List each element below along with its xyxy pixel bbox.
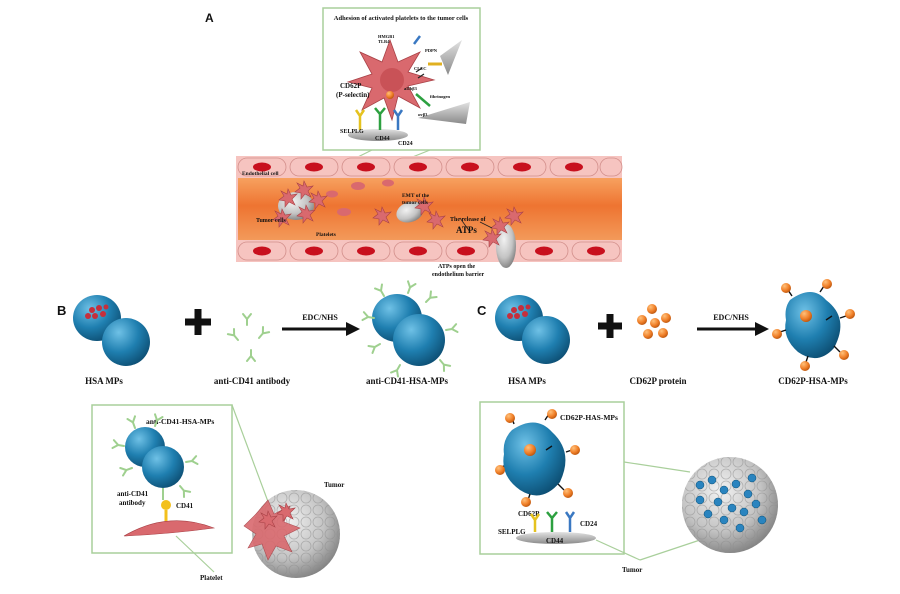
anti-cd41-antibodies (226, 313, 271, 362)
label-hsa-mps-b: HSA MPs (85, 376, 123, 386)
label-emt-1: EMT of the (402, 193, 430, 199)
label-cd24-c: CD24 (580, 520, 598, 528)
label-release-2: ATPs (456, 225, 477, 235)
label-endothelial-cell: Endothelial cell (242, 171, 279, 177)
label-cd24-a: CD24 (398, 141, 413, 147)
label-atps-open-1: ATPs open the (438, 264, 476, 270)
label-clec: CLEC (414, 66, 427, 71)
label-platelet: Platelet (200, 574, 223, 582)
cd62p-hsa-mps-product (772, 279, 855, 371)
label-anti-cd41-hsa-mps: anti-CD41-HSA-MPs (366, 376, 448, 386)
plus-sign-b (185, 309, 211, 335)
hsa-microparticle-b (73, 295, 150, 366)
inset-a-title: Adhesion of activated platelets to the t… (334, 15, 469, 22)
inset-platelet-surface (123, 520, 216, 537)
label-emt-2: tumor cells (402, 200, 428, 206)
blood-vessel: Endothelial cell Tumor cells Platelets E… (236, 156, 623, 278)
panel-letter-b: B (57, 303, 66, 318)
label-avb3: αvβ3 (418, 112, 428, 117)
label-inset-anti-cd41-2: antibody (119, 499, 146, 507)
label-release-1: The release of (450, 217, 487, 223)
panel-c-reaction: HSA MPs CD62P protein EDC/NHS CD62P-HSA-… (495, 279, 855, 386)
tumor-c (682, 457, 778, 553)
hsa-microparticle-c (495, 295, 570, 364)
label-selplg-a: SELPLG (340, 129, 364, 135)
panel-letter-c: C (477, 303, 487, 318)
inset-b-title: anti-CD41-HSA-MPs (146, 417, 214, 426)
label-p-selectin: (P-selectin) (336, 91, 370, 99)
label-tumor-cells: Tumor cells (256, 218, 287, 224)
endothelium-top (237, 157, 623, 177)
tumor-b (243, 490, 340, 578)
label-cd44-c: CD44 (546, 537, 564, 545)
label-selplg-c: SELPLG (498, 528, 526, 536)
label-cd62p-hsa-mps: CD62P-HSA-MPs (778, 376, 848, 386)
panel-c-inset: CD62P-HAS-MPs CD62P SELPLG CD44 CD24 (479, 401, 625, 555)
label-inset-anti-cd41-1: anti-CD41 (117, 490, 149, 498)
label-tumor-c: Tumor (622, 566, 642, 574)
label-edc-nhs-b: EDC/NHS (302, 313, 338, 322)
label-fibrinogen: fibrinogen (430, 94, 450, 99)
label-aiib: aIIbβ3 (404, 86, 418, 91)
label-cd41: CD41 (176, 502, 194, 510)
label-hmgb1: HMGB1 (378, 34, 395, 39)
anti-cd41-hsa-mps-product (361, 280, 459, 378)
endothelium-bottom (237, 241, 621, 261)
label-cd44-a: CD44 (375, 136, 390, 142)
cd62p-protein-cluster (637, 304, 671, 339)
label-tlr4: TLR4 (378, 39, 390, 44)
label-tumor-b: Tumor (324, 481, 344, 489)
plus-sign-c (598, 314, 622, 338)
panel-b-reaction: HSA MPs anti-CD41 antibody EDC/NHS (73, 280, 459, 386)
platelet-adhesion-inset: Adhesion of activated platelets to the t… (322, 7, 481, 151)
label-pdpn: PDPN (425, 48, 438, 53)
label-hsa-mps-c: HSA MPs (508, 376, 546, 386)
panel-letter-a: A (205, 11, 214, 25)
extravasating-tumor-cell (496, 224, 516, 268)
label-anti-cd41-antibody: anti-CD41 antibody (214, 376, 291, 386)
label-cd62p: CD62P (340, 82, 362, 90)
label-atps-open-2: endothelium barrier (432, 272, 484, 278)
label-cd62p-c: CD62P (518, 510, 540, 518)
label-platelets: Platelets (316, 232, 336, 238)
label-cd62p-protein: CD62P protein (629, 376, 686, 386)
panel-b-inset: anti-CD41-HSA-MPs anti-CD41 antibody CD4… (91, 404, 233, 554)
label-edc-nhs-c: EDC/NHS (713, 313, 749, 322)
inset-c-title: CD62P-HAS-MPs (560, 413, 618, 422)
